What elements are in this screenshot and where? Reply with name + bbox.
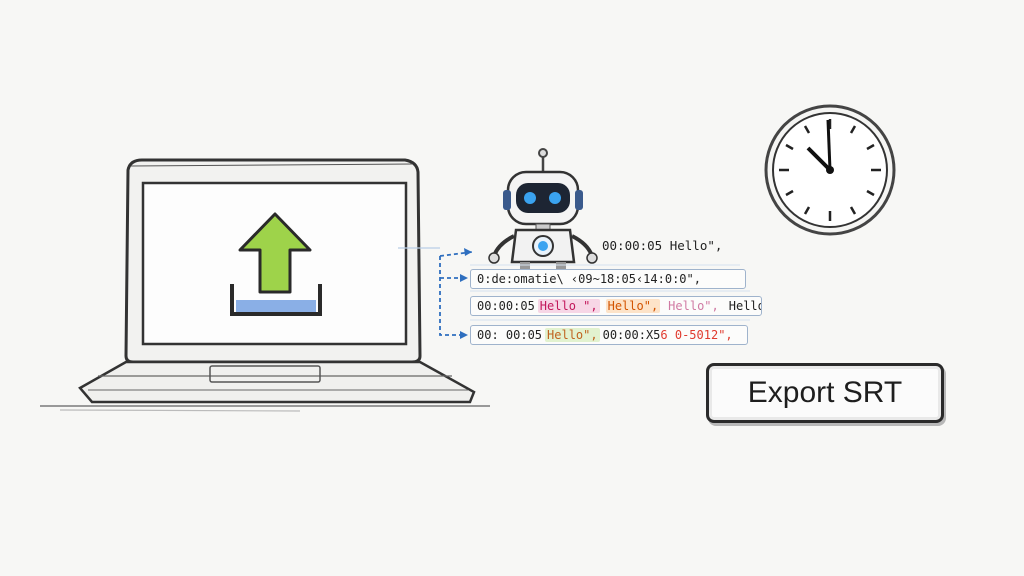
subtitle-timestamp: 00:00:05: [477, 299, 535, 313]
subtitle-word: Hello ",: [537, 299, 600, 313]
subtitle-first-line: 00:00:05 Hello",: [602, 238, 723, 253]
subtitle-word: Hello",: [728, 299, 761, 313]
subtitle-timestamp: 00:00:X5: [602, 328, 661, 342]
subtitle-text: 0:de:omati⁠e\ ‹09~18:05‹14:0:0",: [477, 272, 701, 286]
subtitle-timestamp: 00: 00:05: [477, 328, 543, 342]
subtitle-row: 00: 00:05 Hello", 00:00:X5 6 0-5012",: [470, 325, 748, 345]
subtitle-row: 0:de:omati⁠e\ ‹09~18:05‹14:0:0",: [470, 269, 746, 289]
subtitle-word: 6 0-5012",: [660, 328, 733, 342]
subtitle-word: Hello",: [605, 299, 661, 313]
subtitle-row: 00:00:05 Hello ", Hello", Hello", Hello"…: [470, 296, 762, 316]
export-srt-button[interactable]: Export SRT: [706, 363, 944, 423]
subtitle-word: Hello",: [545, 328, 600, 342]
subtitle-word: Hello",: [668, 299, 719, 313]
